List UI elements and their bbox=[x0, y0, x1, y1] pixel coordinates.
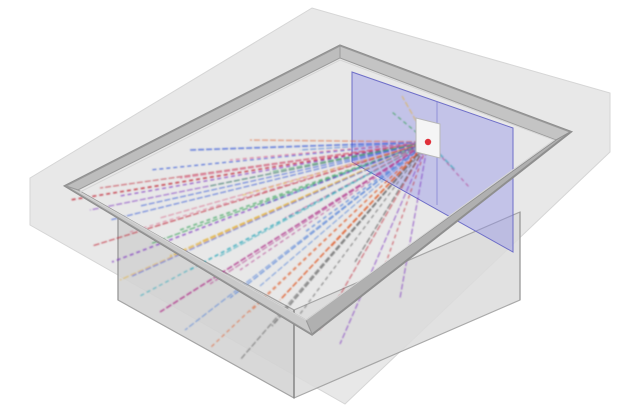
light-ray bbox=[184, 141, 429, 331]
light-ray bbox=[299, 141, 429, 151]
light-ray bbox=[149, 141, 429, 171]
light-ray bbox=[249, 141, 429, 313]
light-ray bbox=[399, 141, 429, 299]
box-walls bbox=[117, 211, 521, 400]
light-ray bbox=[239, 141, 429, 197]
light-ray bbox=[249, 139, 429, 143]
light-ray bbox=[179, 141, 429, 231]
light-ray bbox=[119, 141, 429, 197]
light-ray bbox=[354, 141, 429, 263]
light-ray bbox=[219, 141, 429, 257]
light-ray bbox=[209, 141, 429, 349]
light-ray bbox=[339, 141, 429, 345]
frame-inner-edge bbox=[78, 59, 556, 321]
light-ray bbox=[427, 141, 456, 171]
light-ray bbox=[329, 141, 429, 249]
light-ray bbox=[229, 141, 429, 161]
light-ray bbox=[179, 141, 429, 179]
light-ray bbox=[159, 141, 429, 219]
light-ray bbox=[69, 141, 429, 201]
light-ray bbox=[139, 141, 429, 207]
light-ray bbox=[269, 141, 429, 173]
light-ray bbox=[379, 141, 429, 281]
light-ray bbox=[159, 141, 429, 313]
light-ray bbox=[139, 141, 429, 297]
top-frame bbox=[62, 44, 574, 336]
light-ray bbox=[91, 141, 429, 247]
light-ray bbox=[259, 141, 429, 287]
ray-bundle bbox=[69, 95, 471, 361]
light-source bbox=[415, 117, 441, 159]
frame-rail-left bbox=[65, 185, 314, 336]
light-ray bbox=[304, 141, 429, 233]
light-ray bbox=[131, 141, 429, 277]
light-ray bbox=[239, 141, 429, 271]
light-ray bbox=[109, 141, 429, 221]
light-ray bbox=[299, 141, 429, 315]
source-housing bbox=[415, 117, 441, 159]
source-point bbox=[424, 138, 432, 146]
